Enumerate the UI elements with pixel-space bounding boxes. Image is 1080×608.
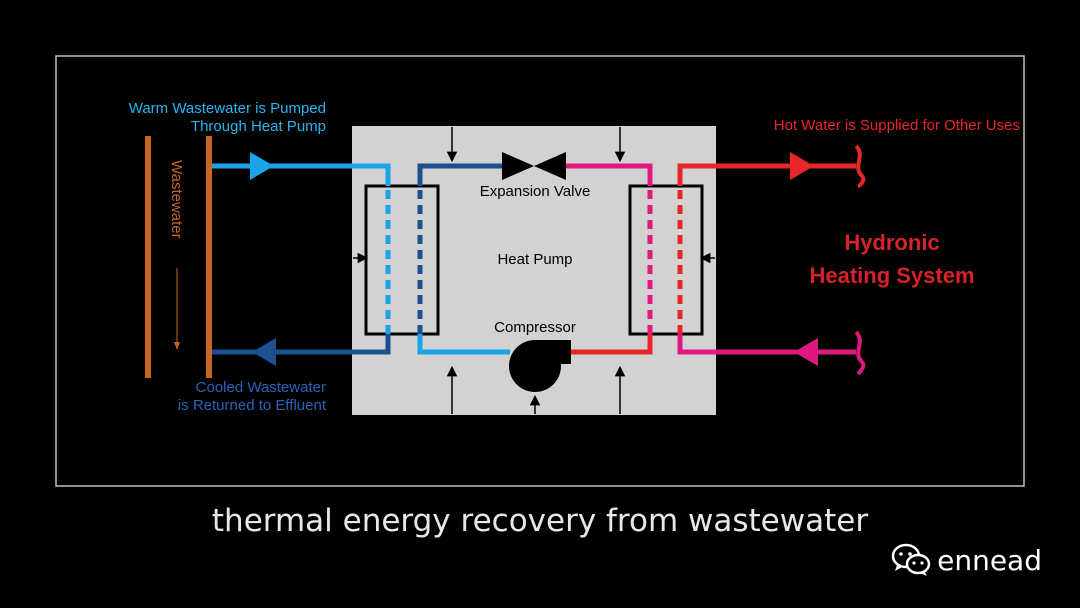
expansion-valve-icon (502, 152, 566, 180)
brand-watermark: ennead (891, 543, 1042, 577)
right-heat-exchanger (628, 184, 704, 336)
arrow-warm-in (250, 152, 274, 180)
label-hot-water: Hot Water is Supplied for Other Uses (774, 117, 1020, 134)
label-warm-in-2: Through Heat Pump (191, 118, 326, 135)
label-compressor: Compressor (494, 319, 576, 336)
brand-name: ennead (937, 543, 1042, 577)
wastewater-flow-arrow (174, 342, 180, 350)
pipe-break-bottom (854, 330, 866, 376)
label-expansion-valve: Expansion Valve (480, 183, 591, 200)
heat-flow-arrows (353, 127, 715, 414)
label-heat-pump: Heat Pump (497, 251, 572, 268)
label-hydronic-2: Heating System (809, 263, 974, 288)
pipe-break-top (854, 144, 866, 188)
label-wastewater: Wastewater (168, 160, 185, 239)
wechat-icon (891, 543, 931, 576)
arrow-hot-out (790, 152, 814, 180)
compressor-icon (509, 340, 571, 392)
diagram-frame (55, 55, 1025, 487)
wastewater-pipe-right (206, 136, 212, 378)
label-cooled-2: is Returned to Effluent (178, 397, 327, 414)
arrow-return-in (794, 338, 818, 366)
label-hydronic-1: Hydronic (844, 230, 939, 255)
label-warm-in-1: Warm Wastewater is Pumped (129, 100, 326, 117)
label-cooled-1: Cooled Wastewater (196, 379, 326, 396)
wastewater-pipe-left (145, 136, 151, 378)
arrow-cooled-out (252, 338, 276, 366)
left-heat-exchanger (364, 184, 440, 336)
caption: thermal energy recovery from wastewater (211, 503, 869, 539)
